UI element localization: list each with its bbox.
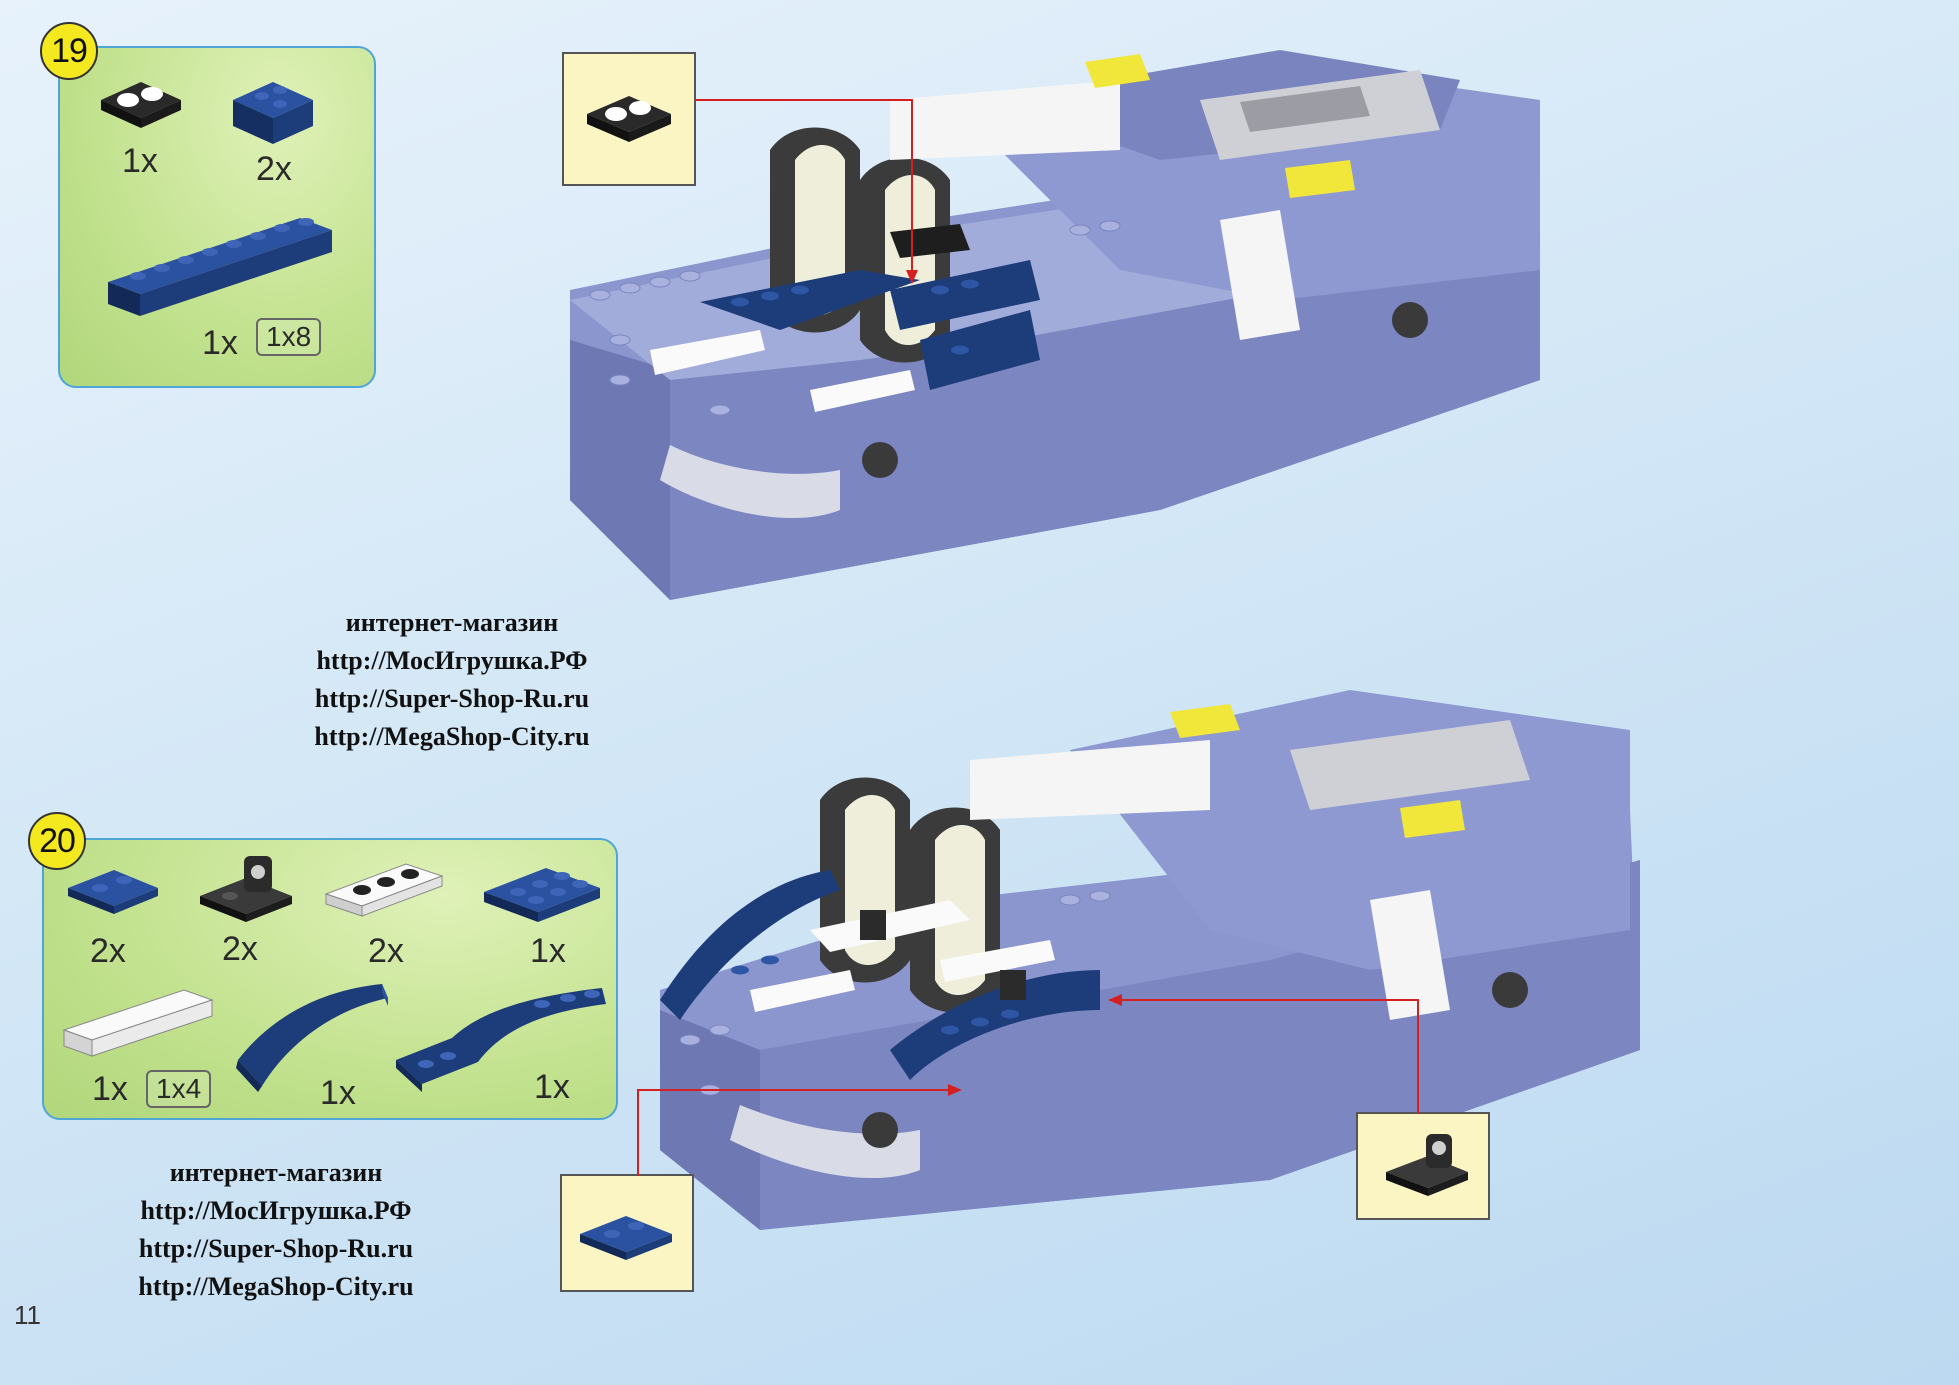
arch-plate-part (396, 988, 606, 1092)
hinge-plate-part (200, 856, 292, 922)
hinge-plate-callout-part (1386, 1134, 1468, 1196)
shop-link-mosigrushka[interactable]: http://МосИгрушка.РФ (316, 646, 588, 675)
step-20-size-tag: 1x4 (146, 1070, 212, 1108)
step-20-qty-7: 1x (534, 1068, 570, 1106)
step-20-qty-4: 1x (530, 932, 566, 970)
shop-label: интернет-магазин (345, 608, 559, 637)
step-20-leader-line-right (1108, 994, 1419, 1114)
step-19-qty-3: 1x (202, 324, 238, 362)
step-19-leader-line (696, 99, 918, 284)
step-19-qty-1: 1x (122, 142, 158, 180)
tile-1x4-part (62, 989, 214, 1057)
slope-2x2-part (233, 82, 313, 144)
step-19-model-view (570, 50, 1540, 600)
dial-tile-callout-part (587, 96, 671, 142)
shop-link-mosigrushka[interactable]: http://МосИгрушка.РФ (140, 1196, 412, 1225)
step-20-qty-2: 2x (222, 930, 258, 968)
step-20-qty-5: 1x (92, 1070, 128, 1108)
curved-slope-part (236, 984, 388, 1092)
step-20-number: 20 (28, 812, 86, 870)
step-19-qty-2: 2x (256, 150, 292, 188)
plate-1x2-part (68, 870, 158, 914)
step-20-qty-1: 2x (90, 932, 126, 970)
shop-link-megashop[interactable]: http://MegaShop-City.ru (138, 1272, 414, 1301)
shop-link-super-shop[interactable]: http://Super-Shop-Ru.ru (314, 684, 590, 713)
shop-label: интернет-магазин (169, 1158, 383, 1187)
step-20-leader-line-left (637, 1084, 962, 1176)
plate-1x3-part (324, 863, 444, 917)
step-19-size-tag: 1x8 (256, 318, 322, 356)
shop-info-block-lower: интернет-магазин http://МосИгрушка.РФ ht… (96, 1154, 456, 1306)
plate-2x3-part (484, 868, 600, 922)
brick-1x8-part (108, 218, 332, 316)
page-number: 11 (14, 1300, 41, 1330)
dial-tile-part (101, 82, 181, 128)
plate-1x2-callout-part (580, 1216, 672, 1260)
step-19-number: 19 (40, 22, 98, 80)
step-20-qty-3: 2x (368, 932, 404, 970)
shop-link-super-shop[interactable]: http://Super-Shop-Ru.ru (138, 1234, 414, 1263)
shop-link-megashop[interactable]: http://MegaShop-City.ru (314, 722, 590, 751)
step-20-model-view (660, 690, 1640, 1230)
shop-info-block-upper: интернет-магазин http://МосИгрушка.РФ ht… (272, 604, 632, 756)
step-20-qty-6: 1x (320, 1074, 356, 1112)
